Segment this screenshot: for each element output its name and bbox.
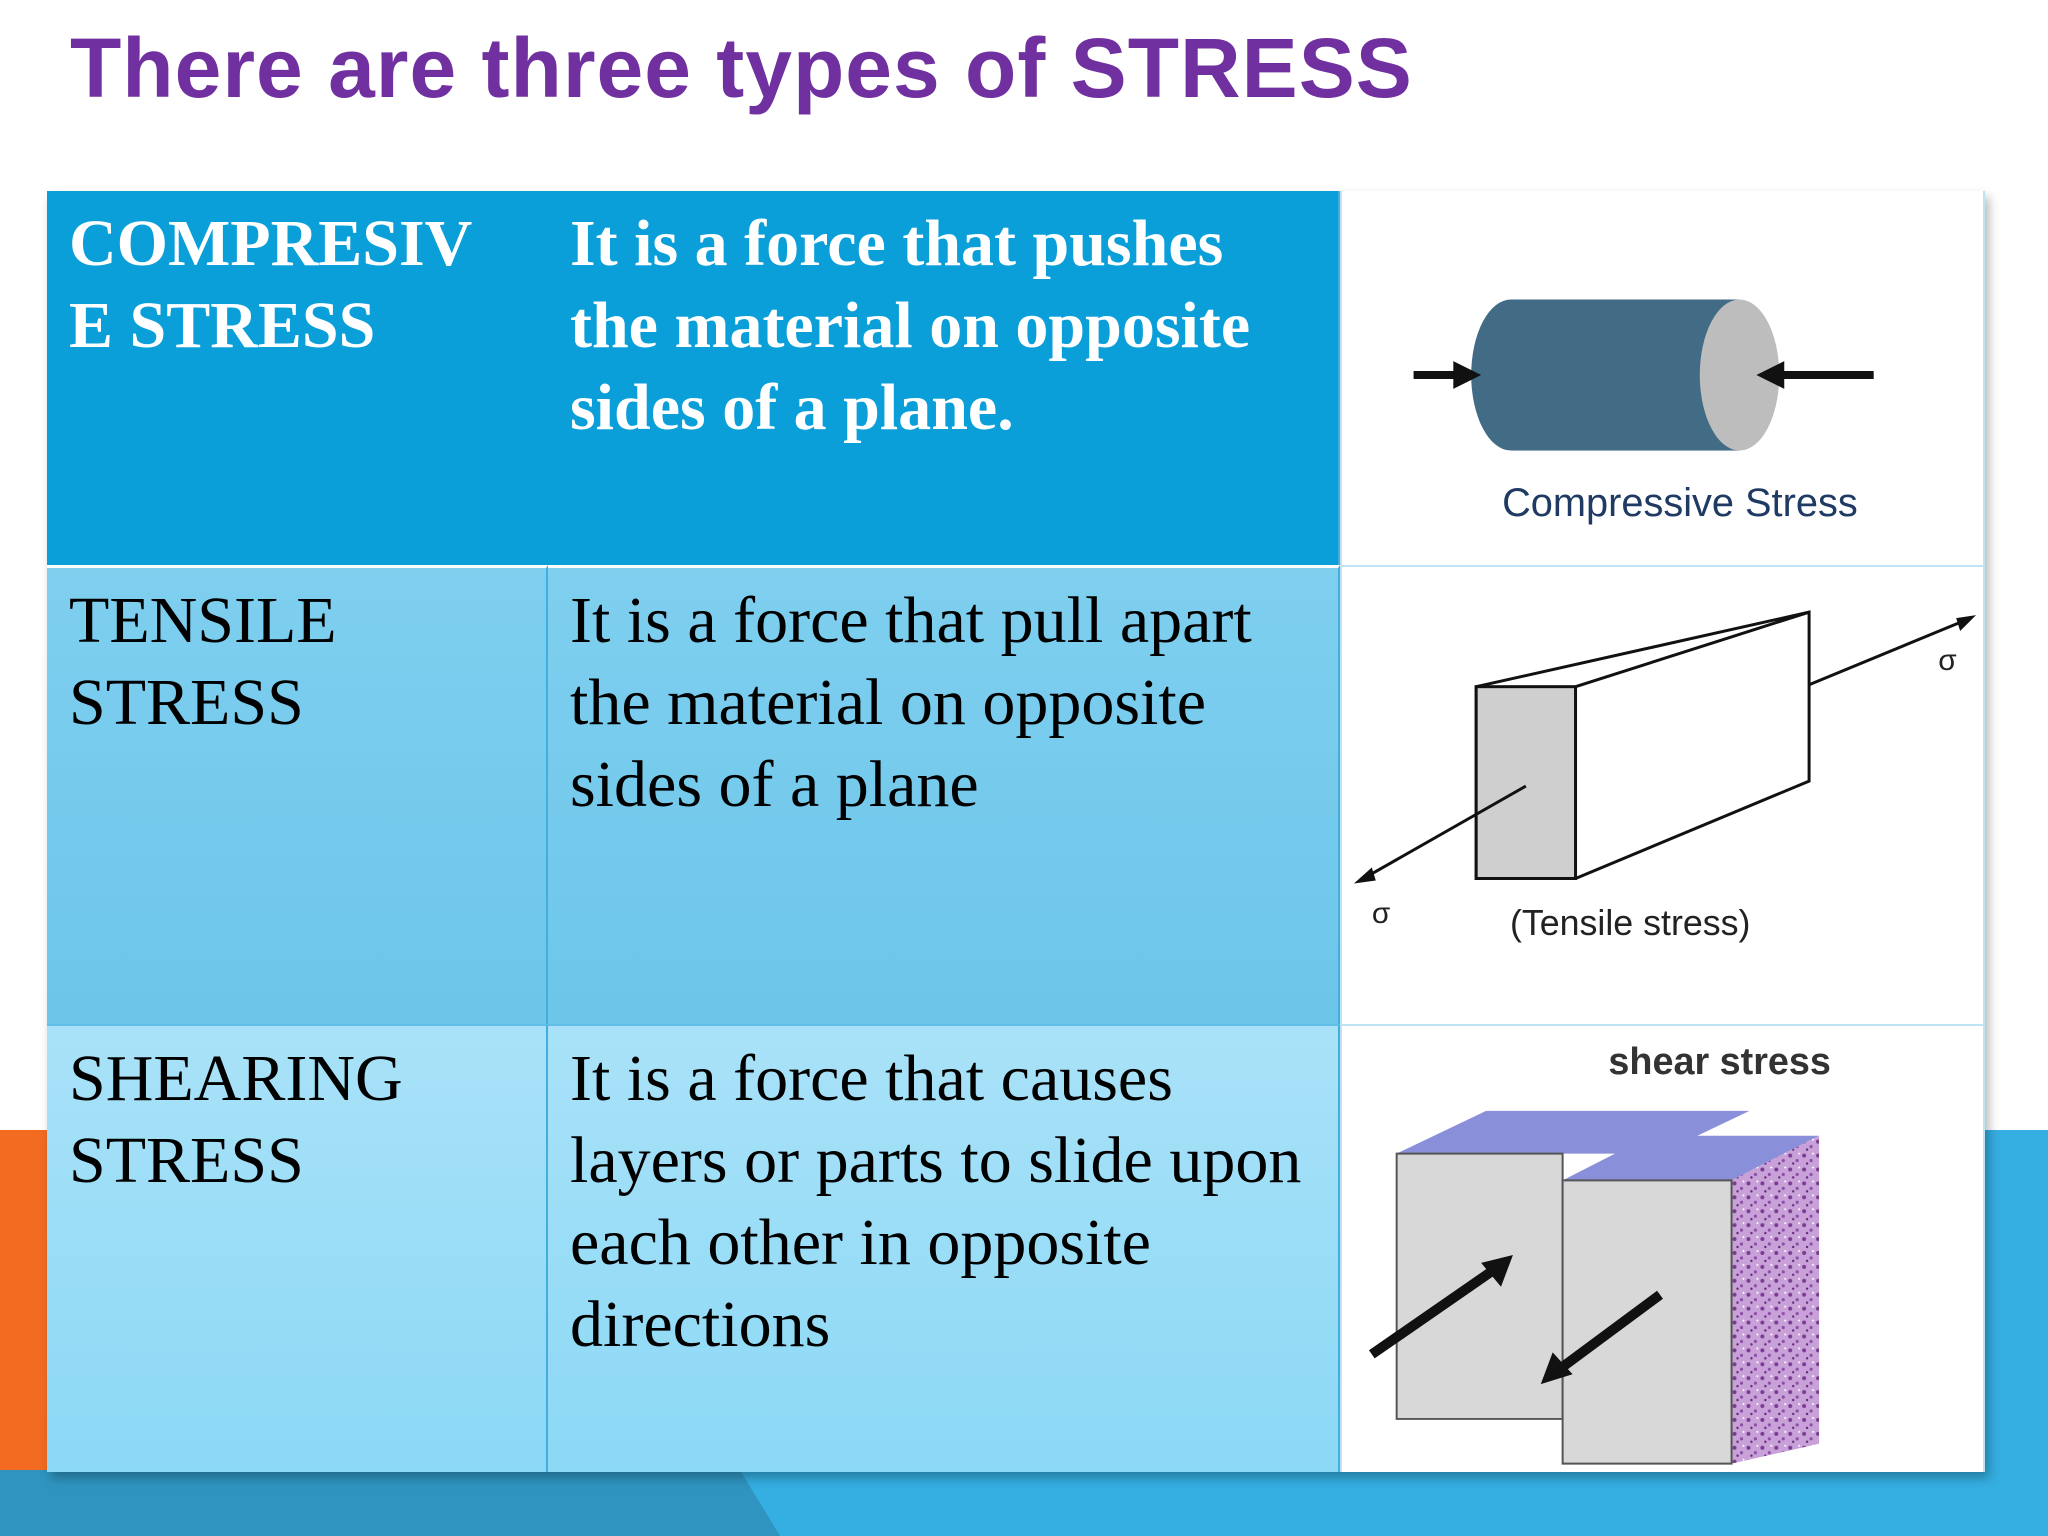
blue-accent-shape-light xyxy=(740,1130,2048,1536)
stress-name-line: STRESS xyxy=(69,1124,304,1197)
block-front-side xyxy=(1731,1135,1820,1464)
stress-name-compressive: COMPRESIV E STRESS xyxy=(47,191,548,367)
sigma-symbol-right: σ xyxy=(1938,644,1956,677)
shear-stress-diagram: shear stress xyxy=(1342,1036,1964,1465)
stress-name-line: E STRESS xyxy=(69,289,376,362)
stress-name-line: STRESS xyxy=(69,666,304,739)
stress-name-shearing: SHEARING STRESS xyxy=(47,1026,546,1202)
bar-cross-section xyxy=(1474,685,1578,880)
stress-types-table: COMPRESIV E STRESS It is a force that pu… xyxy=(47,191,1985,1472)
arrow-up-shaft xyxy=(1368,1260,1504,1359)
stress-name-line: COMPRESIV xyxy=(69,207,473,280)
slide-title: There are three types of STRESS xyxy=(70,21,1413,115)
table-row-shearing-name-cell: SHEARING STRESS xyxy=(47,1024,548,1472)
stress-name-line: SHEARING xyxy=(69,1042,403,1115)
arrow-left-icon xyxy=(1453,361,1482,389)
arrow-down-icon xyxy=(1540,1352,1573,1385)
table-row-tensile-name-cell: TENSILE STRESS xyxy=(47,565,548,1024)
arrow-right-icon xyxy=(1756,361,1785,389)
cylinder-left-end xyxy=(1471,299,1551,451)
compressive-figure-label: Compressive Stress xyxy=(1502,481,1858,525)
stress-name-tensile: TENSILE STRESS xyxy=(47,568,546,744)
arrow-left-shaft xyxy=(1361,784,1527,881)
arrow-down-shaft xyxy=(1549,1290,1663,1379)
stress-name-line: TENSILE xyxy=(69,584,337,657)
tensile-stress-diagram: σ σ (Tensile stress) xyxy=(1353,610,1977,943)
tensile-stress-figure: σ σ (Tensile stress) xyxy=(1340,565,1985,1024)
cylinder-right-face xyxy=(1699,299,1780,451)
arrow-up-icon xyxy=(1481,1254,1513,1287)
block-front-top xyxy=(1562,1135,1820,1181)
arrow-right-icon xyxy=(1956,615,1977,632)
sigma-symbol-left: σ xyxy=(1372,897,1390,930)
table-row-tensile-definition-cell: It is a force that pull apart the materi… xyxy=(548,565,1340,1024)
table-row-compressive-definition-cell: It is a force that pushes the material o… xyxy=(548,191,1340,565)
table-row-shearing-definition-cell: It is a force that causes layers or part… xyxy=(548,1024,1340,1472)
compressive-stress-diagram: Compressive Stress xyxy=(1413,299,1874,525)
compressive-stress-figure: Compressive Stress xyxy=(1340,191,1985,565)
tensile-figure-label: (Tensile stress) xyxy=(1510,903,1750,943)
block-front-face xyxy=(1561,1179,1733,1465)
orange-accent-shape xyxy=(0,1130,48,1536)
shear-stress-figure: shear stress xyxy=(1340,1024,1985,1472)
blue-accent-shape-dark xyxy=(0,1470,800,1536)
stress-definition-tensile: It is a force that pull apart the materi… xyxy=(570,584,1252,821)
arrow-left-icon xyxy=(1353,867,1376,884)
block-back-front xyxy=(1395,1152,1564,1420)
arrow-right-shaft xyxy=(1808,617,1969,687)
stress-definition-compressive: It is a force that pushes the material o… xyxy=(570,207,1251,444)
table-row-compressive-name-cell: COMPRESIV E STRESS xyxy=(47,191,548,565)
shear-figure-label: shear stress xyxy=(1608,1041,1830,1083)
stress-definition-shearing: It is a force that causes layers or part… xyxy=(570,1042,1302,1361)
